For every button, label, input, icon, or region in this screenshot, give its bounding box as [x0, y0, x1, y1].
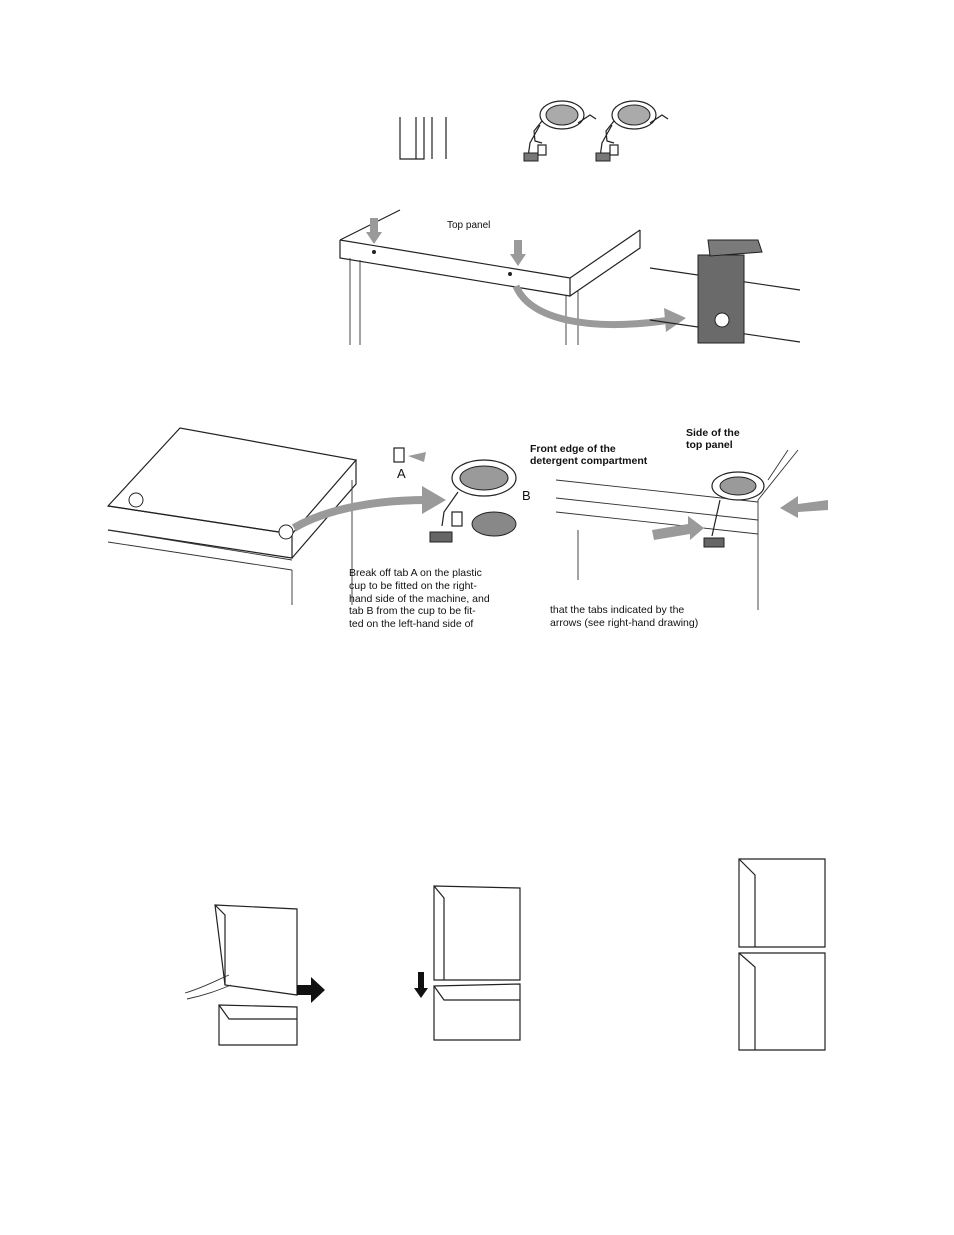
- tab-a-label: A: [397, 468, 406, 480]
- arrow-down-icon: [414, 972, 428, 998]
- stacking-step-3: [735, 855, 830, 1055]
- arrow-down-icon: [510, 240, 526, 266]
- front-edge-label: Front edge of the detergent compartment: [530, 443, 647, 467]
- parts-illustration: [380, 95, 680, 175]
- top-panel-label: Top panel: [447, 220, 490, 232]
- arrow-right-icon: [297, 977, 325, 1003]
- plastic-cup-parts-icon: [596, 101, 668, 161]
- curved-arrow-icon: [516, 286, 670, 325]
- stacking-step-2: [410, 880, 530, 1045]
- instruction-right: that the tabs indicated by the arrows (s…: [550, 604, 750, 630]
- arrow-down-icon: [366, 218, 382, 244]
- bracket-icon: [400, 117, 446, 159]
- bracket-icon: [698, 255, 744, 343]
- tab-b-label: B: [522, 490, 531, 502]
- top-panel-illustration: [330, 200, 810, 350]
- plastic-cup-parts-icon: [524, 101, 596, 161]
- stacking-step-1: [185, 895, 330, 1055]
- instruction-left: Break off tab A on the plastic cup to be…: [349, 567, 539, 631]
- side-top-panel-label: Side of the top panel: [686, 427, 740, 451]
